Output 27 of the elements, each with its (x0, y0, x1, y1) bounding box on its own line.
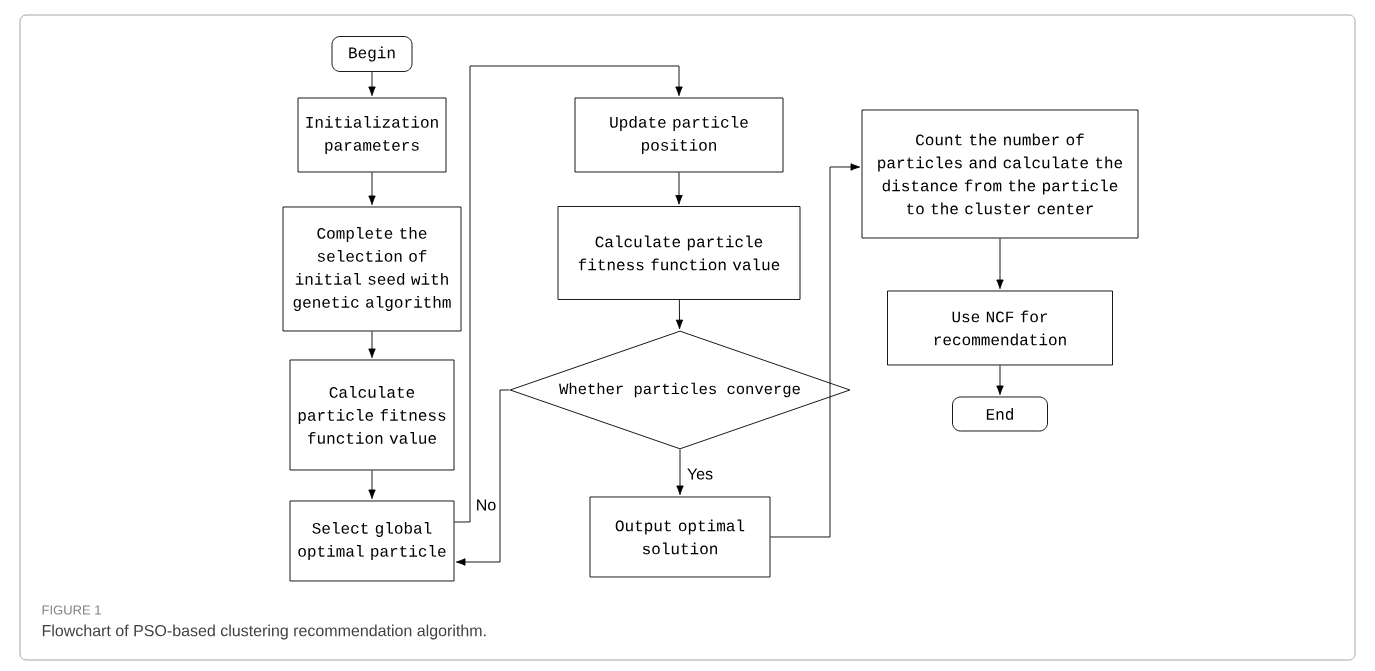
process-box: Select global optimal particle (289, 500, 455, 582)
process-box: Output optimal solution (589, 496, 771, 578)
terminal-box: Begin (331, 36, 413, 72)
caption: Flowchart of PSO-based clustering recommendation algorithm. (42, 624, 486, 640)
process-box: Calculate particle fitness function value (289, 359, 455, 471)
arrow (996, 365, 1004, 396)
figure-number: FIGURE 1 (42, 605, 101, 615)
arrow (454, 65, 683, 523)
arrow (368, 172, 376, 206)
terminal-box: End (952, 396, 1048, 432)
process-box: Update particle position (574, 97, 784, 173)
arrow (368, 331, 376, 359)
process-box: Count the number of particles and calculate the distance from the particle to the cluster center (861, 109, 1139, 239)
arrow (996, 238, 1004, 290)
arrow (455, 389, 510, 566)
arrow (368, 71, 376, 97)
arrow (676, 449, 684, 496)
arrow (770, 163, 861, 538)
process-box: Complete the selection of initial seed with genetic algorithm (282, 206, 462, 332)
process-box: Use NCF for recommendation (887, 290, 1113, 366)
arrow (675, 299, 684, 330)
arrow (675, 172, 683, 205)
process-box: Initialization parameters (297, 97, 447, 173)
process-box: Calculate particle fitness function value (557, 206, 801, 300)
edge-label: Yes (685, 467, 715, 481)
arrow (368, 470, 376, 500)
edge-label: No (474, 498, 498, 512)
